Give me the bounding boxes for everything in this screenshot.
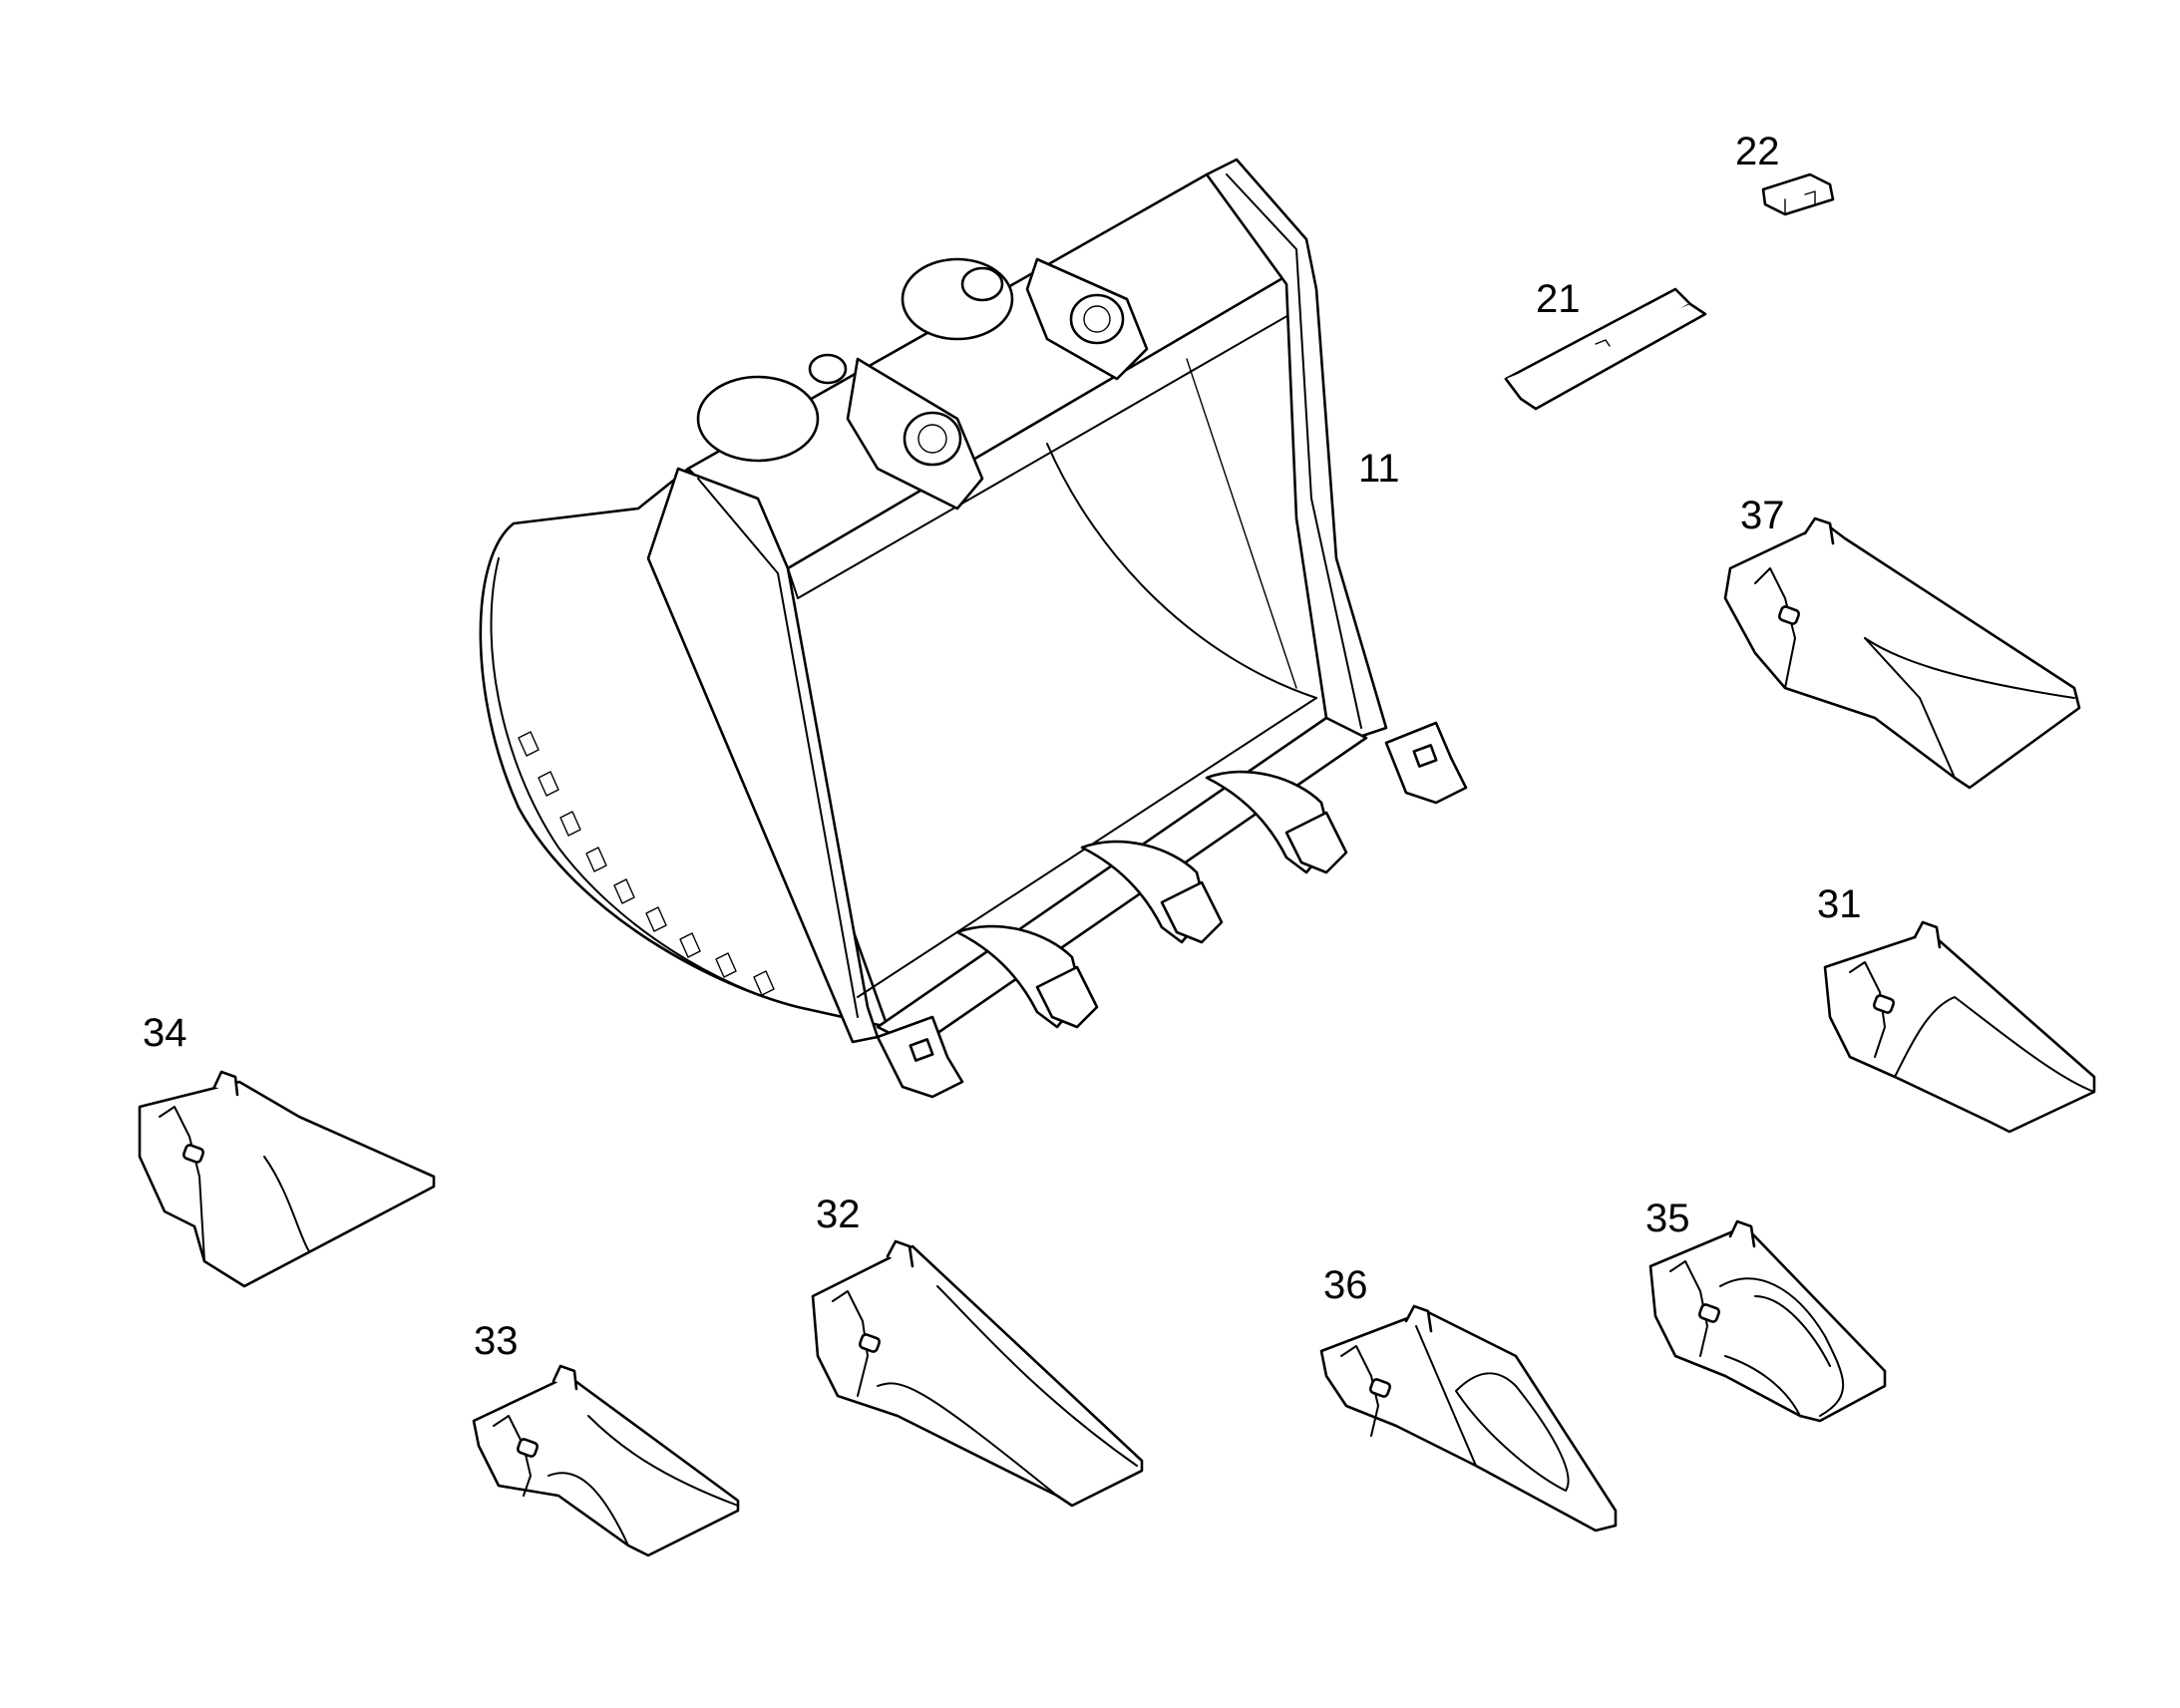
bucket-side-plate-right bbox=[1205, 158, 1388, 740]
tooth-36: 36 bbox=[1319, 1263, 1618, 1533]
bucket-assembly: 11 bbox=[479, 158, 1468, 1099]
callout-tooth-36: 36 bbox=[1323, 1263, 1368, 1307]
tooth-34: 34 bbox=[138, 1011, 436, 1288]
tooth-35: 35 bbox=[1645, 1196, 1887, 1423]
tooth-37: 37 bbox=[1723, 494, 2081, 790]
callout-tooth-31: 31 bbox=[1817, 882, 1862, 926]
bucket-interior-curve bbox=[1046, 443, 1317, 699]
callout-bucket: 11 bbox=[1358, 447, 1400, 491]
callout-pin: 21 bbox=[1536, 277, 1581, 321]
callout-tooth-32: 32 bbox=[816, 1193, 861, 1236]
bucket-back-edge-line bbox=[490, 557, 799, 1008]
tooth-33: 33 bbox=[472, 1319, 740, 1557]
bucket-wear-strips bbox=[518, 731, 775, 996]
bucket-side-plate-left bbox=[646, 467, 880, 1044]
bucket-cutting-edge bbox=[876, 716, 1368, 1049]
bucket-top-beam bbox=[686, 172, 1308, 570]
bucket-adapter-teeth bbox=[876, 721, 1468, 1099]
retainer-part: 22 bbox=[1735, 130, 1835, 216]
hinge-boss-left bbox=[696, 375, 820, 463]
callout-tooth-37: 37 bbox=[1740, 494, 1785, 537]
tooth-32: 32 bbox=[811, 1193, 1144, 1508]
callout-tooth-34: 34 bbox=[143, 1011, 187, 1055]
callout-retainer: 22 bbox=[1735, 130, 1780, 173]
pin-part: 21 bbox=[1504, 277, 1707, 411]
callout-tooth-35: 35 bbox=[1645, 1196, 1690, 1240]
callout-tooth-33: 33 bbox=[474, 1319, 519, 1363]
tooth-31: 31 bbox=[1817, 882, 2096, 1134]
